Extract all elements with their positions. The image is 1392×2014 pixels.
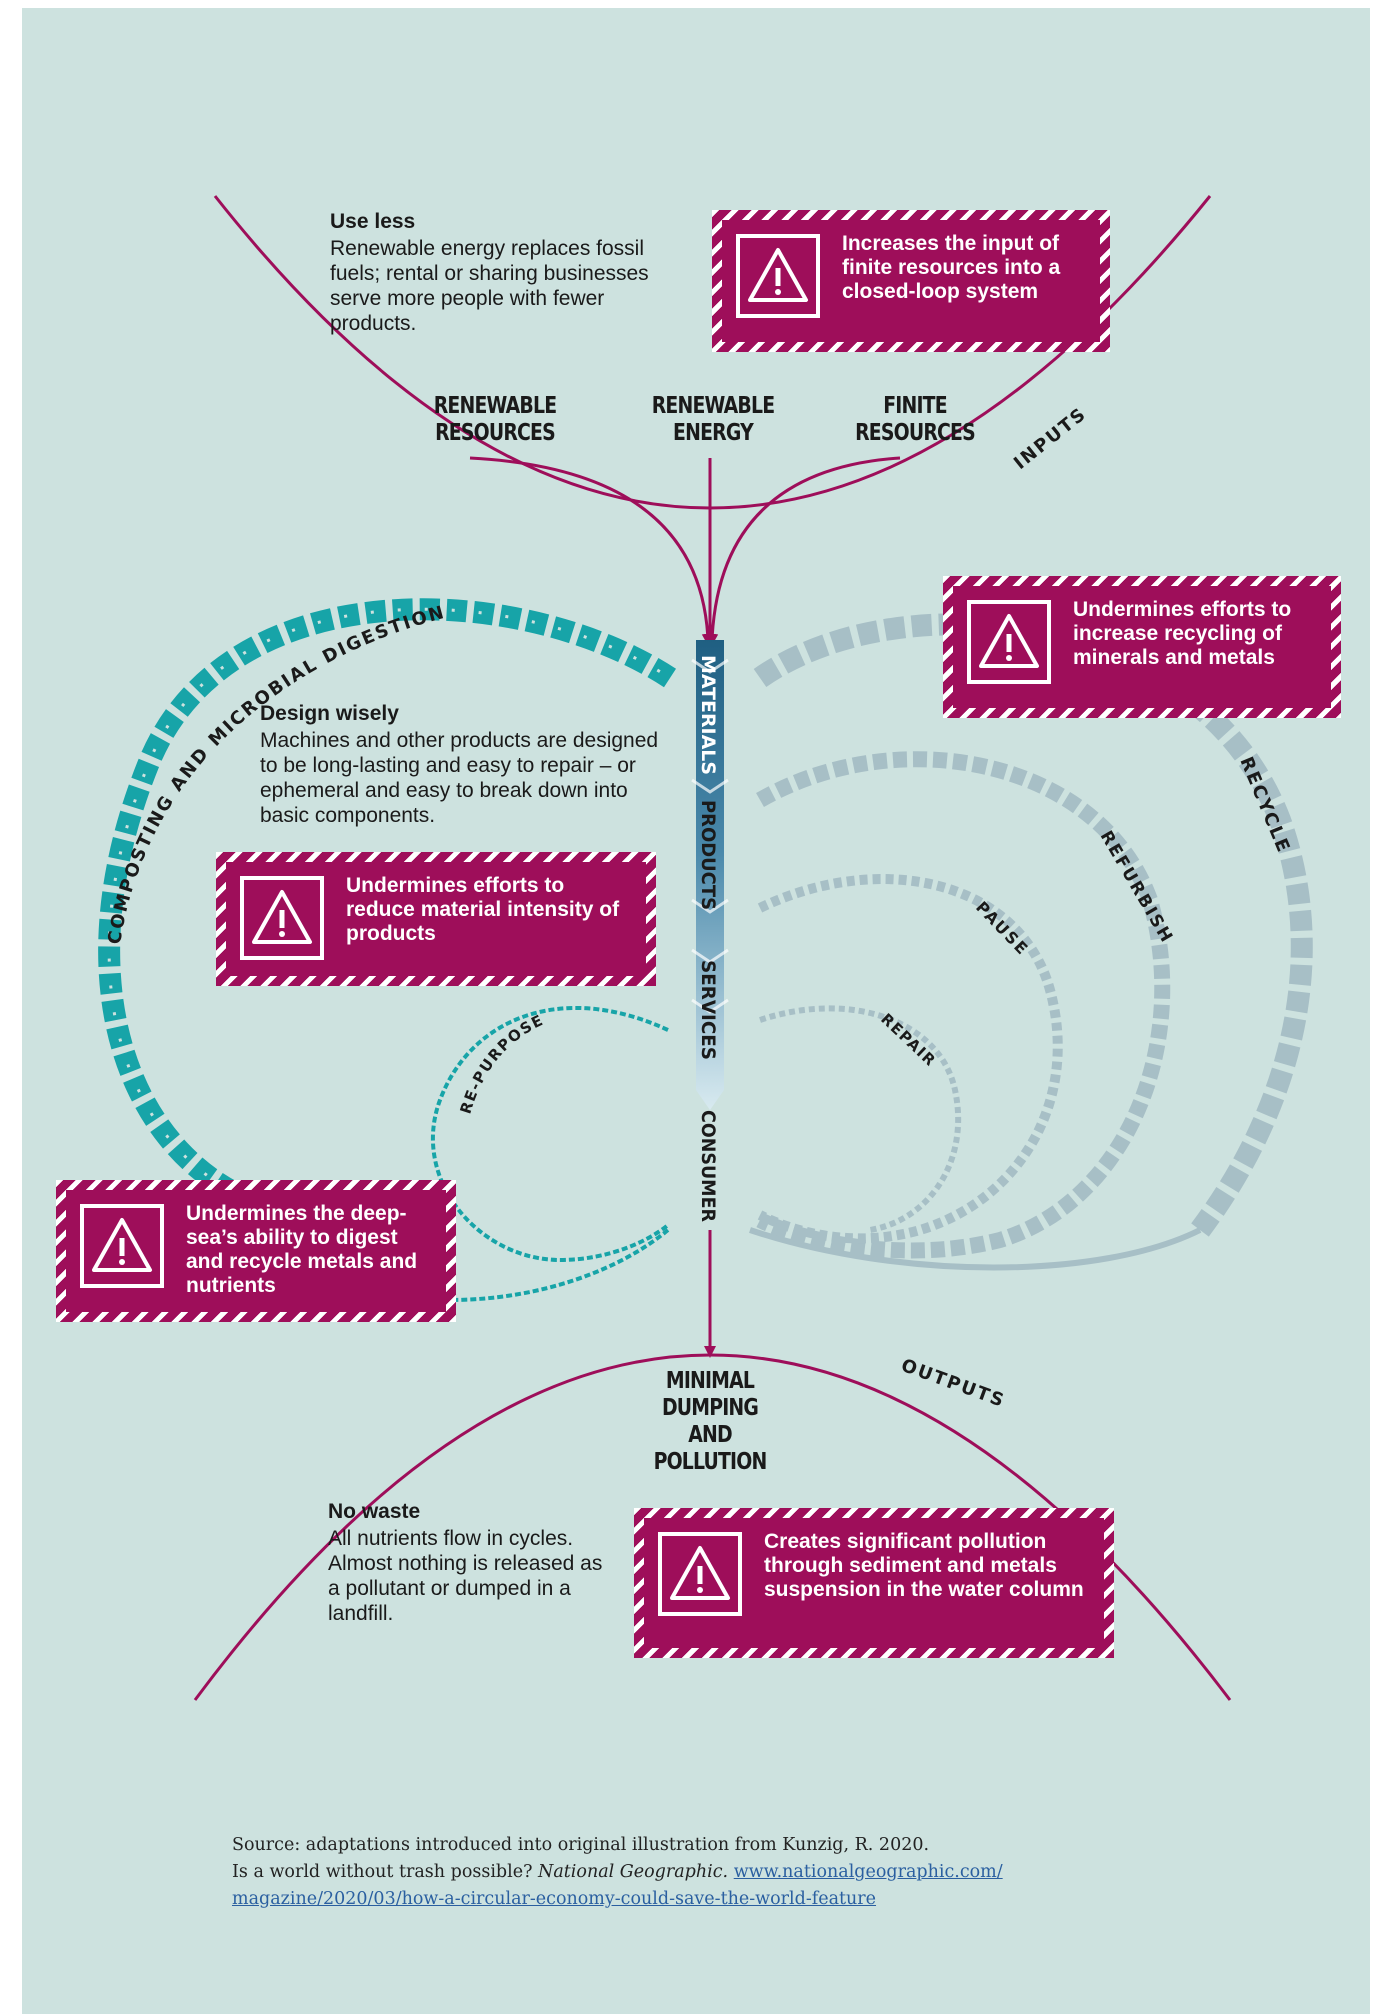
warning-icon [967, 600, 1051, 684]
use-less-title: Use less [330, 210, 416, 233]
use-less-text: Renewable energy replaces fossil fuels; … [330, 237, 649, 335]
warning-finite-resources: Increases the input of finite resources … [712, 210, 1110, 352]
services-label: SERVICES [697, 960, 719, 1060]
use-less-block: Use less Renewable energy replaces fossi… [330, 210, 690, 336]
source-line-1: Source: adaptations introduced into orig… [232, 1835, 930, 1855]
no-waste-text: All nutrients flow in cycles. Almost not… [328, 1527, 603, 1625]
refurbish-label: REFURBISH [1096, 827, 1177, 947]
design-wisely-text: Machines and other products are designed… [260, 729, 659, 827]
minimal-dumping-node: MINIMAL DUMPING AND POLLUTION [653, 1368, 768, 1475]
refurbish-loop [756, 751, 1171, 1259]
materials-label: MATERIALS [697, 655, 719, 775]
source-line-3: magazine/2020/03/how-a-circular-economy-… [232, 1886, 1003, 1913]
outputs-label: OUTPUTS [898, 1355, 1008, 1412]
warning-recycling: Undermines efforts to increase recycling… [943, 576, 1341, 718]
renewable-resources-arrow [469, 456, 714, 646]
recycle-loop [753, 613, 1313, 1237]
warning-recycling-text: Undermines efforts to increase recycling… [1073, 598, 1292, 669]
consumer-label: CONSUMER [697, 1110, 719, 1222]
pause-label: PAUSE [972, 898, 1033, 960]
repair-loop [759, 1005, 962, 1233]
warning-deep-sea-text: Undermines the deep-sea’s ability to dig… [186, 1202, 418, 1297]
finite-resources-arrow [706, 456, 901, 646]
composting-loop [98, 598, 677, 1211]
source-link-part2[interactable]: magazine/2020/03/how-a-circular-economy-… [232, 1889, 877, 1909]
source-line-2: Is a world without trash possible? Natio… [232, 1859, 1003, 1886]
warning-pollution: Creates significant pollution through se… [634, 1508, 1114, 1658]
warning-finite-text: Increases the input of finite resources … [842, 232, 1061, 303]
finite-resources-node: FINITE RESOURCES [855, 393, 976, 446]
no-waste-title: No waste [328, 1500, 421, 1523]
products-label: PRODUCTS [697, 800, 719, 910]
no-waste-block: No waste All nutrients flow in cycles. A… [328, 1500, 608, 1626]
spine-chevrons [691, 658, 729, 1014]
source-title: Is a world without trash possible? [232, 1862, 539, 1882]
inputs-label: INPUTS [1010, 403, 1091, 474]
warning-icon [240, 876, 324, 960]
central-spine [696, 640, 724, 1110]
source-citation: Source: adaptations introduced into orig… [232, 1832, 1003, 1913]
source-link-part1[interactable]: www.nationalgeographic.com/ [733, 1862, 1003, 1882]
warning-icon [80, 1204, 164, 1288]
repair-label: REPAIR [877, 1010, 940, 1071]
design-wisely-block: Design wisely Machines and other product… [260, 702, 660, 828]
repurpose-loop [430, 1006, 670, 1263]
renewable-resources-node: RENEWABLE RESOURCES [433, 393, 557, 446]
warning-pollution-text: Creates significant pollution through se… [764, 1530, 1084, 1601]
recycle-return [749, 1227, 1202, 1271]
warning-icon [736, 234, 820, 318]
design-wisely-title: Design wisely [260, 702, 399, 725]
renewable-energy-node: RENEWABLE ENERGY [651, 393, 775, 446]
warning-material-text: Undermines efforts to reduce material in… [346, 874, 620, 945]
pause-loop [757, 874, 1063, 1244]
source-publication: National Geographic. [538, 1862, 729, 1882]
deep-sea-return [449, 1228, 670, 1302]
warning-icon [658, 1532, 742, 1616]
warning-deep-sea: Undermines the deep-sea’s ability to dig… [56, 1180, 456, 1322]
warning-material-intensity: Undermines efforts to reduce material in… [216, 852, 656, 986]
